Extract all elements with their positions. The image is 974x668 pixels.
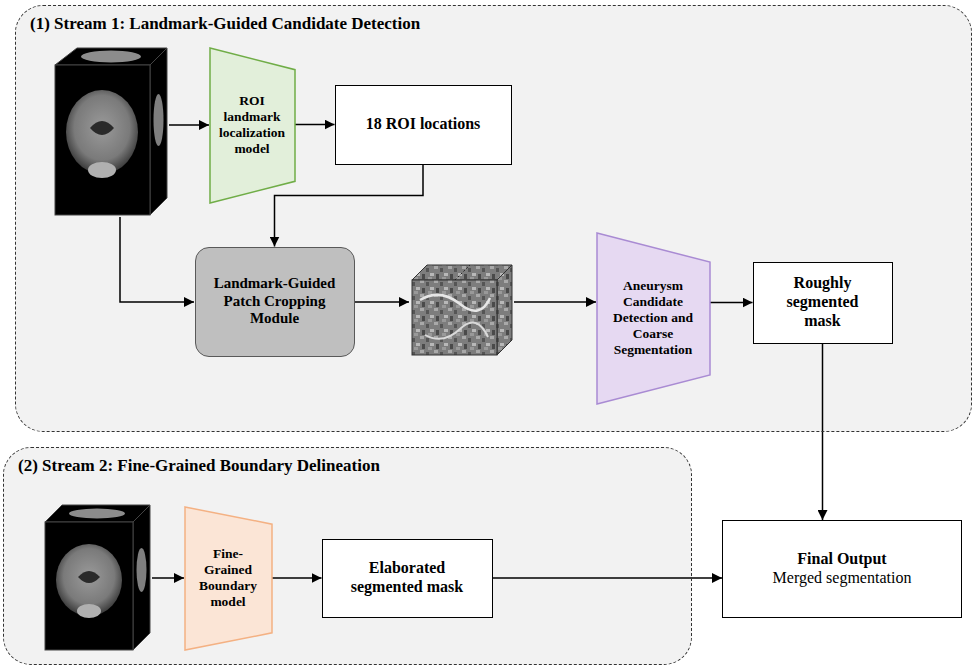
flow-arrow	[120, 217, 194, 302]
trapezoid-outline	[210, 48, 295, 203]
cube-top	[45, 505, 150, 522]
model-block: Fine-Grained Boundary model	[185, 507, 272, 650]
brainstem	[77, 604, 101, 618]
output-box: Final OutputMerged segmentation	[722, 520, 962, 618]
patch-volume	[412, 265, 512, 355]
cube-top	[55, 48, 167, 65]
stream-title: (1) Stream 1: Landmark-Guided Candidate …	[30, 14, 957, 34]
flow-arrow	[152, 577, 184, 579]
process-box: Elaborated segmented mask	[322, 539, 493, 618]
flow-arrow	[355, 301, 409, 303]
model-block: ROI landmark localization model	[210, 48, 295, 203]
trapezoid-outline	[185, 507, 272, 650]
flow-arrow	[493, 577, 723, 579]
cube-side	[133, 505, 150, 650]
stream-panel: (2) Stream 2: Fine-Grained Boundary Deli…	[3, 447, 692, 665]
cube-side	[150, 48, 167, 215]
box-label: Landmark-Guided Patch Cropping Module	[202, 275, 347, 328]
sagittal-slice	[154, 94, 164, 146]
box-label: Final Output	[797, 550, 886, 569]
patch-side	[497, 265, 512, 355]
flow-arrow	[295, 124, 335, 126]
process-box: 18 ROI locations	[335, 85, 512, 165]
slice-edge	[455, 265, 470, 280]
ventricle	[78, 571, 100, 583]
brainstem	[88, 162, 116, 178]
box-label: Aneurysm Candidate Detection and Coarse …	[604, 278, 702, 358]
box-label: Roughly segmented mask	[767, 274, 879, 331]
module-box: Landmark-Guided Patch Cropping Module	[195, 247, 355, 357]
vessel-trace	[425, 323, 488, 339]
mri-volume	[55, 48, 167, 215]
sagittal-slice	[137, 548, 147, 592]
trapezoid-outline	[597, 233, 710, 404]
box-label: Fine-Grained Boundary model	[196, 546, 260, 610]
flow-arrow	[272, 577, 322, 579]
cube-front	[45, 522, 133, 650]
flow-arrow	[514, 301, 596, 303]
coronal-slice	[66, 90, 138, 174]
vessel-trace	[420, 295, 490, 311]
mri-volume	[45, 505, 150, 650]
box-label: 18 ROI locations	[366, 115, 481, 134]
axial-slice	[69, 509, 125, 519]
panel-ground	[15, 5, 972, 432]
box-sublabel: Merged segmentation	[773, 569, 912, 588]
flow-arrow	[275, 165, 424, 247]
flow-arrow	[710, 302, 753, 304]
flow-arrow	[169, 124, 209, 126]
axial-slice	[81, 51, 141, 63]
patch-top	[412, 265, 512, 280]
box-label: Elaborated segmented mask	[335, 559, 480, 597]
patch-front	[412, 280, 497, 355]
ventricle	[90, 121, 114, 135]
stream-panel: (1) Stream 1: Landmark-Guided Candidate …	[15, 5, 972, 432]
box-label: ROI landmark localization model	[216, 93, 288, 157]
panel-ground	[3, 447, 692, 665]
model-block: Aneurysm Candidate Detection and Coarse …	[597, 233, 710, 404]
stream-title: (2) Stream 2: Fine-Grained Boundary Deli…	[18, 456, 677, 476]
process-box: Roughly segmented mask	[753, 262, 893, 344]
cube-front	[55, 65, 150, 215]
